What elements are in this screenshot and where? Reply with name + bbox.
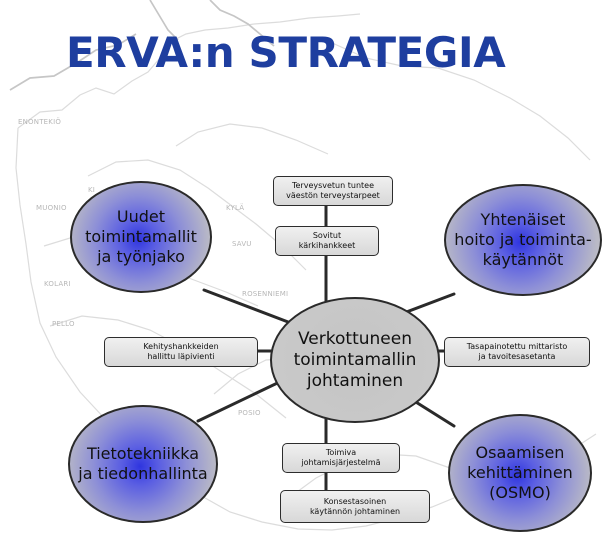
box-population-needs-label: Terveysvetun tuntee väestön terveystarpe… (286, 181, 380, 200)
box-key-projects-label: Sovitut kärkihankkeet (298, 231, 356, 250)
map-label-kolari: KOLARI (44, 280, 71, 288)
ellipse-competence-development-label: Osaamisen kehittäminen (OSMO) (467, 443, 573, 502)
box-practical-management: Konsestasoinen käytännön johtaminen (280, 490, 430, 523)
box-management-system: Toimiva johtamisjärjestelmä (282, 443, 400, 473)
box-practical-management-label: Konsestasoinen käytännön johtaminen (309, 496, 401, 516)
box-population-needs: Terveysvetun tuntee väestön terveystarpe… (273, 176, 393, 206)
ellipse-unified-practices-label: Yhtenäiset hoito ja toiminta- käytännöt (454, 210, 592, 269)
ellipse-information-technology-label: Tietotekniikka ja tiedonhallinta (78, 444, 208, 483)
box-development-projects: Kehityshankkeiden hallittu läpivienti (104, 337, 258, 367)
box-management-system-label: Toimiva johtamisjärjestelmä (301, 448, 381, 467)
map-label-muonio: MUONIO (36, 204, 67, 212)
ellipse-competence-development: Osaamisen kehittäminen (OSMO) (448, 414, 592, 532)
box-development-projects-label: Kehityshankkeiden hallittu läpivienti (143, 342, 219, 361)
ellipse-new-operating-models: Uudet toimintamallit ja työnjako (70, 181, 212, 293)
ellipse-new-operating-models-label: Uudet toimintamallit ja työnjako (85, 207, 197, 266)
map-label-kyla: KYLÄ (226, 204, 245, 212)
map-label-enontekio: ENONTEKIÖ (18, 118, 62, 126)
ellipse-network-management: Verkottuneen toimintamallin johtaminen (270, 297, 440, 423)
map-label-posio: POSIO (238, 409, 261, 417)
map-label-ki: KI (88, 186, 96, 194)
box-key-projects: Sovitut kärkihankkeet (275, 226, 379, 256)
ellipse-network-management-label: Verkottuneen toimintamallin johtaminen (293, 328, 417, 391)
slide-title: ERVA:n STRATEGIA (66, 28, 506, 77)
box-balanced-scorecard: Tasapainotettu mittaristo ja tavoitesase… (444, 337, 590, 367)
ellipse-information-technology: Tietotekniikka ja tiedonhallinta (68, 405, 218, 523)
map-label-pello: PELLO (52, 320, 75, 328)
box-balanced-scorecard-label: Tasapainotettu mittaristo ja tavoitesase… (466, 342, 568, 361)
map-label-rosenniemi: ROSENNIEMI (242, 290, 289, 298)
map-label-savu: SAVU (232, 240, 252, 248)
ellipse-unified-practices: Yhtenäiset hoito ja toiminta- käytännöt (444, 184, 602, 296)
